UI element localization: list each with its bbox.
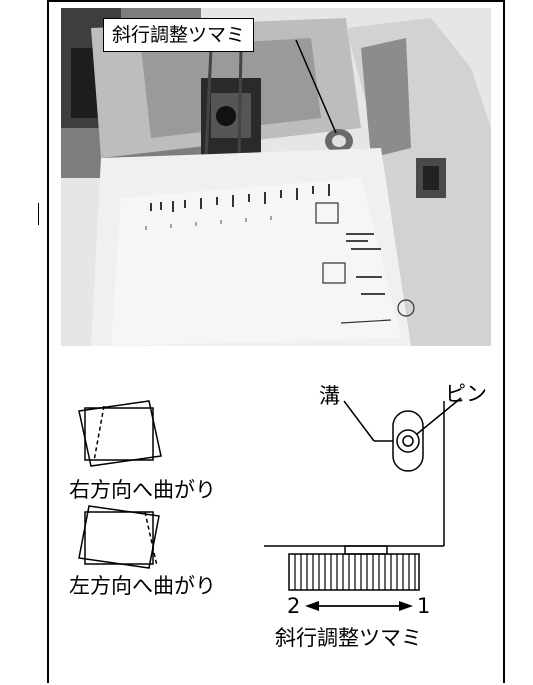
margin-tick [38, 203, 43, 225]
direction-label-1: 1 [417, 594, 431, 618]
skew-adjust-diagrams: 右方向へ曲がり 左方向へ曲がり 溝 ピン 2 1 斜行調整ツマミ [49, 346, 507, 685]
skew-left-label: 左方向へ曲がり [69, 574, 216, 598]
direction-arrow [305, 601, 413, 611]
skew-left-sheets [78, 505, 160, 569]
direction-label-2: 2 [287, 594, 301, 618]
diagram-drawings [78, 397, 462, 611]
pin-label: ピン [445, 382, 487, 406]
knob-label: 斜行調整ツマミ [275, 626, 422, 650]
skew-right-label: 右方向へ曲がり [69, 478, 216, 502]
knob-mechanism [264, 397, 462, 591]
manual-figure-frame: 斜行調整ツマミ [47, 0, 505, 683]
knob-ridges [294, 554, 416, 590]
printer-photo: 斜行調整ツマミ [61, 8, 491, 346]
printer-photo-illustration [61, 8, 491, 346]
skew-right-sheets [78, 400, 162, 467]
knob-callout-label: 斜行調整ツマミ [103, 18, 255, 52]
groove-label: 溝 [319, 384, 340, 408]
